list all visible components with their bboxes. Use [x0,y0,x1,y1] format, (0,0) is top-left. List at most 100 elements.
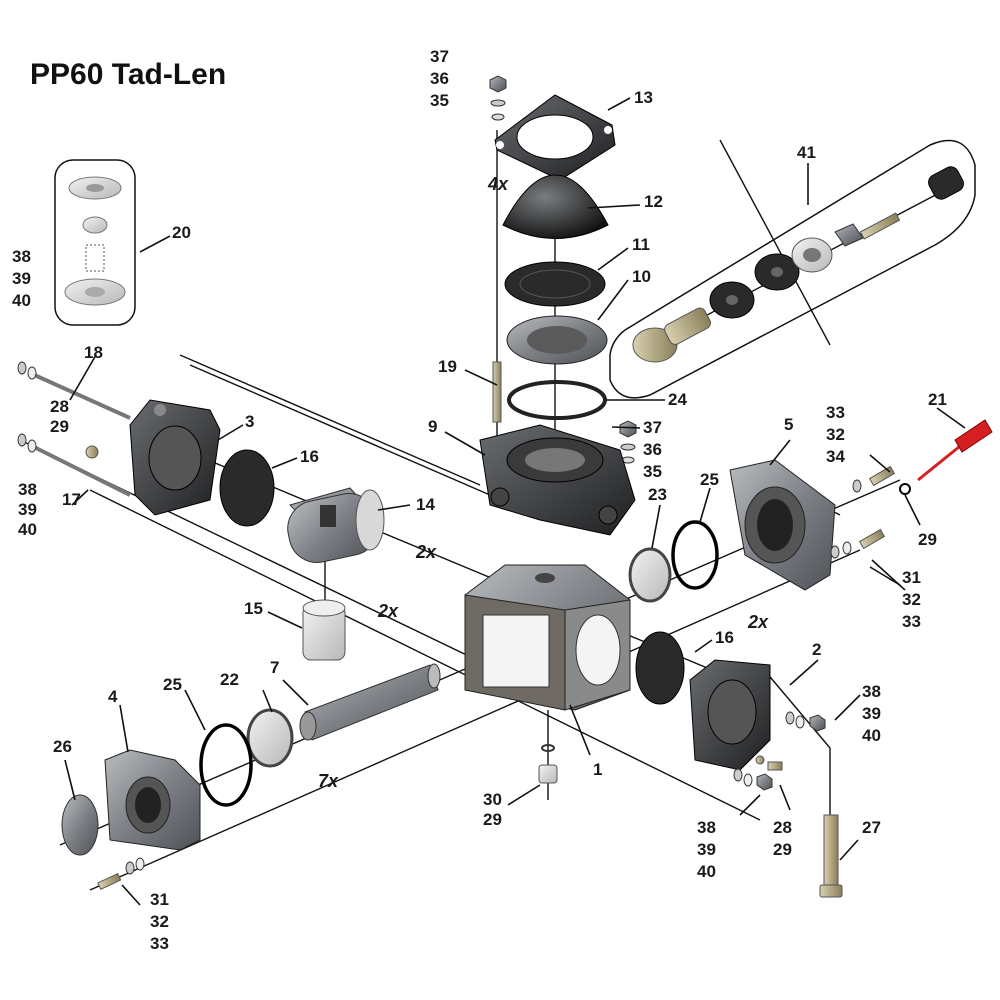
dipstick-21 [917,419,993,482]
bolt-27 [819,814,843,898]
part-label-11: 11 [632,235,650,254]
group-right-mid-32: 32 [902,590,921,609]
part-label-2: 2 [812,640,821,659]
group-right-40: 40 [862,726,881,745]
side-cover-2 [689,659,771,771]
part-label-1: 1 [593,760,602,779]
group-left-top-38: 38 [12,247,31,266]
nut-washers-top [489,75,507,121]
group-bottom-left-33: 33 [150,934,169,953]
part-label-22: 22 [220,670,239,689]
diagram-title: PP60 Tad-Len [30,58,227,91]
part-label-15: 15 [244,599,263,618]
washers-left [17,361,99,459]
part-label-17: 17 [62,490,81,509]
group-bottom-left-31: 31 [150,890,169,909]
bolt-washers-right-top [852,465,911,495]
gauge-kit-callout [609,139,976,399]
multiplier-4x: 4x [487,174,509,194]
group-bottom-38: 38 [697,818,716,837]
part-label-14: 14 [416,495,435,514]
group-bottom-40: 40 [697,862,716,881]
group-right-mid-31: 31 [902,568,921,587]
valve-disc-10 [506,315,608,365]
top-plate-13 [494,94,616,181]
stud-19 [492,361,502,423]
group-right-mid-33: 33 [902,612,921,631]
quantity-markers: 4x 2x 2x 2x 7x [318,174,769,791]
group-top-36: 36 [430,69,449,88]
group-right-38: 38 [862,682,881,701]
part-label-27: 27 [862,818,881,837]
part-label-20: 20 [172,223,191,242]
nut-washers-right [733,711,826,791]
part-label-16-left: 16 [300,447,319,466]
part-label-24: 24 [668,390,687,409]
pump-head-9 [479,424,636,536]
part-label-4: 4 [108,687,118,706]
shaft-7 [299,663,441,741]
part-label-28-left: 28 [50,397,69,416]
part-label-19: 19 [438,357,457,376]
valve-kit-callout [54,159,136,326]
part-label-41: 41 [797,143,816,162]
group-mid-37: 37 [643,418,662,437]
diaphragm-11 [504,261,606,307]
part-label-7: 7 [270,658,279,677]
cylinder-14 [287,487,385,563]
multiplier-2x-right: 2x [747,612,769,632]
group-top-35: 35 [430,91,449,110]
part-label-29-right: 29 [773,840,792,859]
bearing-23 [628,547,672,603]
bolt-washers-right-mid [830,528,886,559]
dome-12 [502,174,609,239]
part-label-9: 9 [428,417,437,436]
part-label-18: 18 [84,343,103,362]
part-label-26: 26 [53,737,72,756]
group-left-mid-40: 40 [18,520,37,539]
seal-26 [61,794,99,856]
part-label-13: 13 [634,88,653,107]
part-label-3: 3 [245,412,254,431]
group-right-top-32: 32 [826,425,845,444]
group-right-39: 39 [862,704,881,723]
leader-lines [64,97,966,906]
group-left-mid-38: 38 [18,480,37,499]
part-labels: 1 2 3 4 5 7 9 10 11 12 13 14 15 16 16 17… [12,47,947,953]
oring-25-right [671,520,719,590]
bearing-22 [246,708,294,768]
part-label-10: 10 [632,267,651,286]
group-top-37: 37 [430,47,449,66]
part-label-29-bottom: 29 [483,810,502,829]
part-label-29-far-right: 29 [918,530,937,549]
block-15 [302,599,346,661]
group-bottom-left-32: 32 [150,912,169,931]
stud-17 [29,443,131,497]
part-label-5: 5 [784,415,793,434]
part-label-30: 30 [483,790,502,809]
part-label-28-right: 28 [773,818,792,837]
multiplier-7x: 7x [318,771,339,791]
part-label-29-left: 29 [50,417,69,436]
part-label-23: 23 [648,485,667,504]
group-right-top-34: 34 [826,447,845,466]
main-housing-1 [464,564,631,711]
part-label-12: 12 [644,192,663,211]
part-label-25-left: 25 [163,675,182,694]
stud-18 [29,371,131,420]
flange-5 [729,459,836,591]
part-label-25-right: 25 [700,470,719,489]
flange-4 [104,749,201,851]
diaphragm-16-left [219,449,275,527]
diaphragm-16-right [635,631,685,705]
group-right-top-33: 33 [826,403,845,422]
oring-25-left [199,723,253,807]
side-cover-3 [129,399,221,516]
part-label-16-right: 16 [715,628,734,647]
multiplier-2x-lower: 2x [377,601,399,621]
part-label-21: 21 [928,390,947,409]
bolt-washers-bottom-left [97,857,145,890]
group-left-mid-39: 39 [18,500,37,519]
group-bottom-39: 39 [697,840,716,859]
